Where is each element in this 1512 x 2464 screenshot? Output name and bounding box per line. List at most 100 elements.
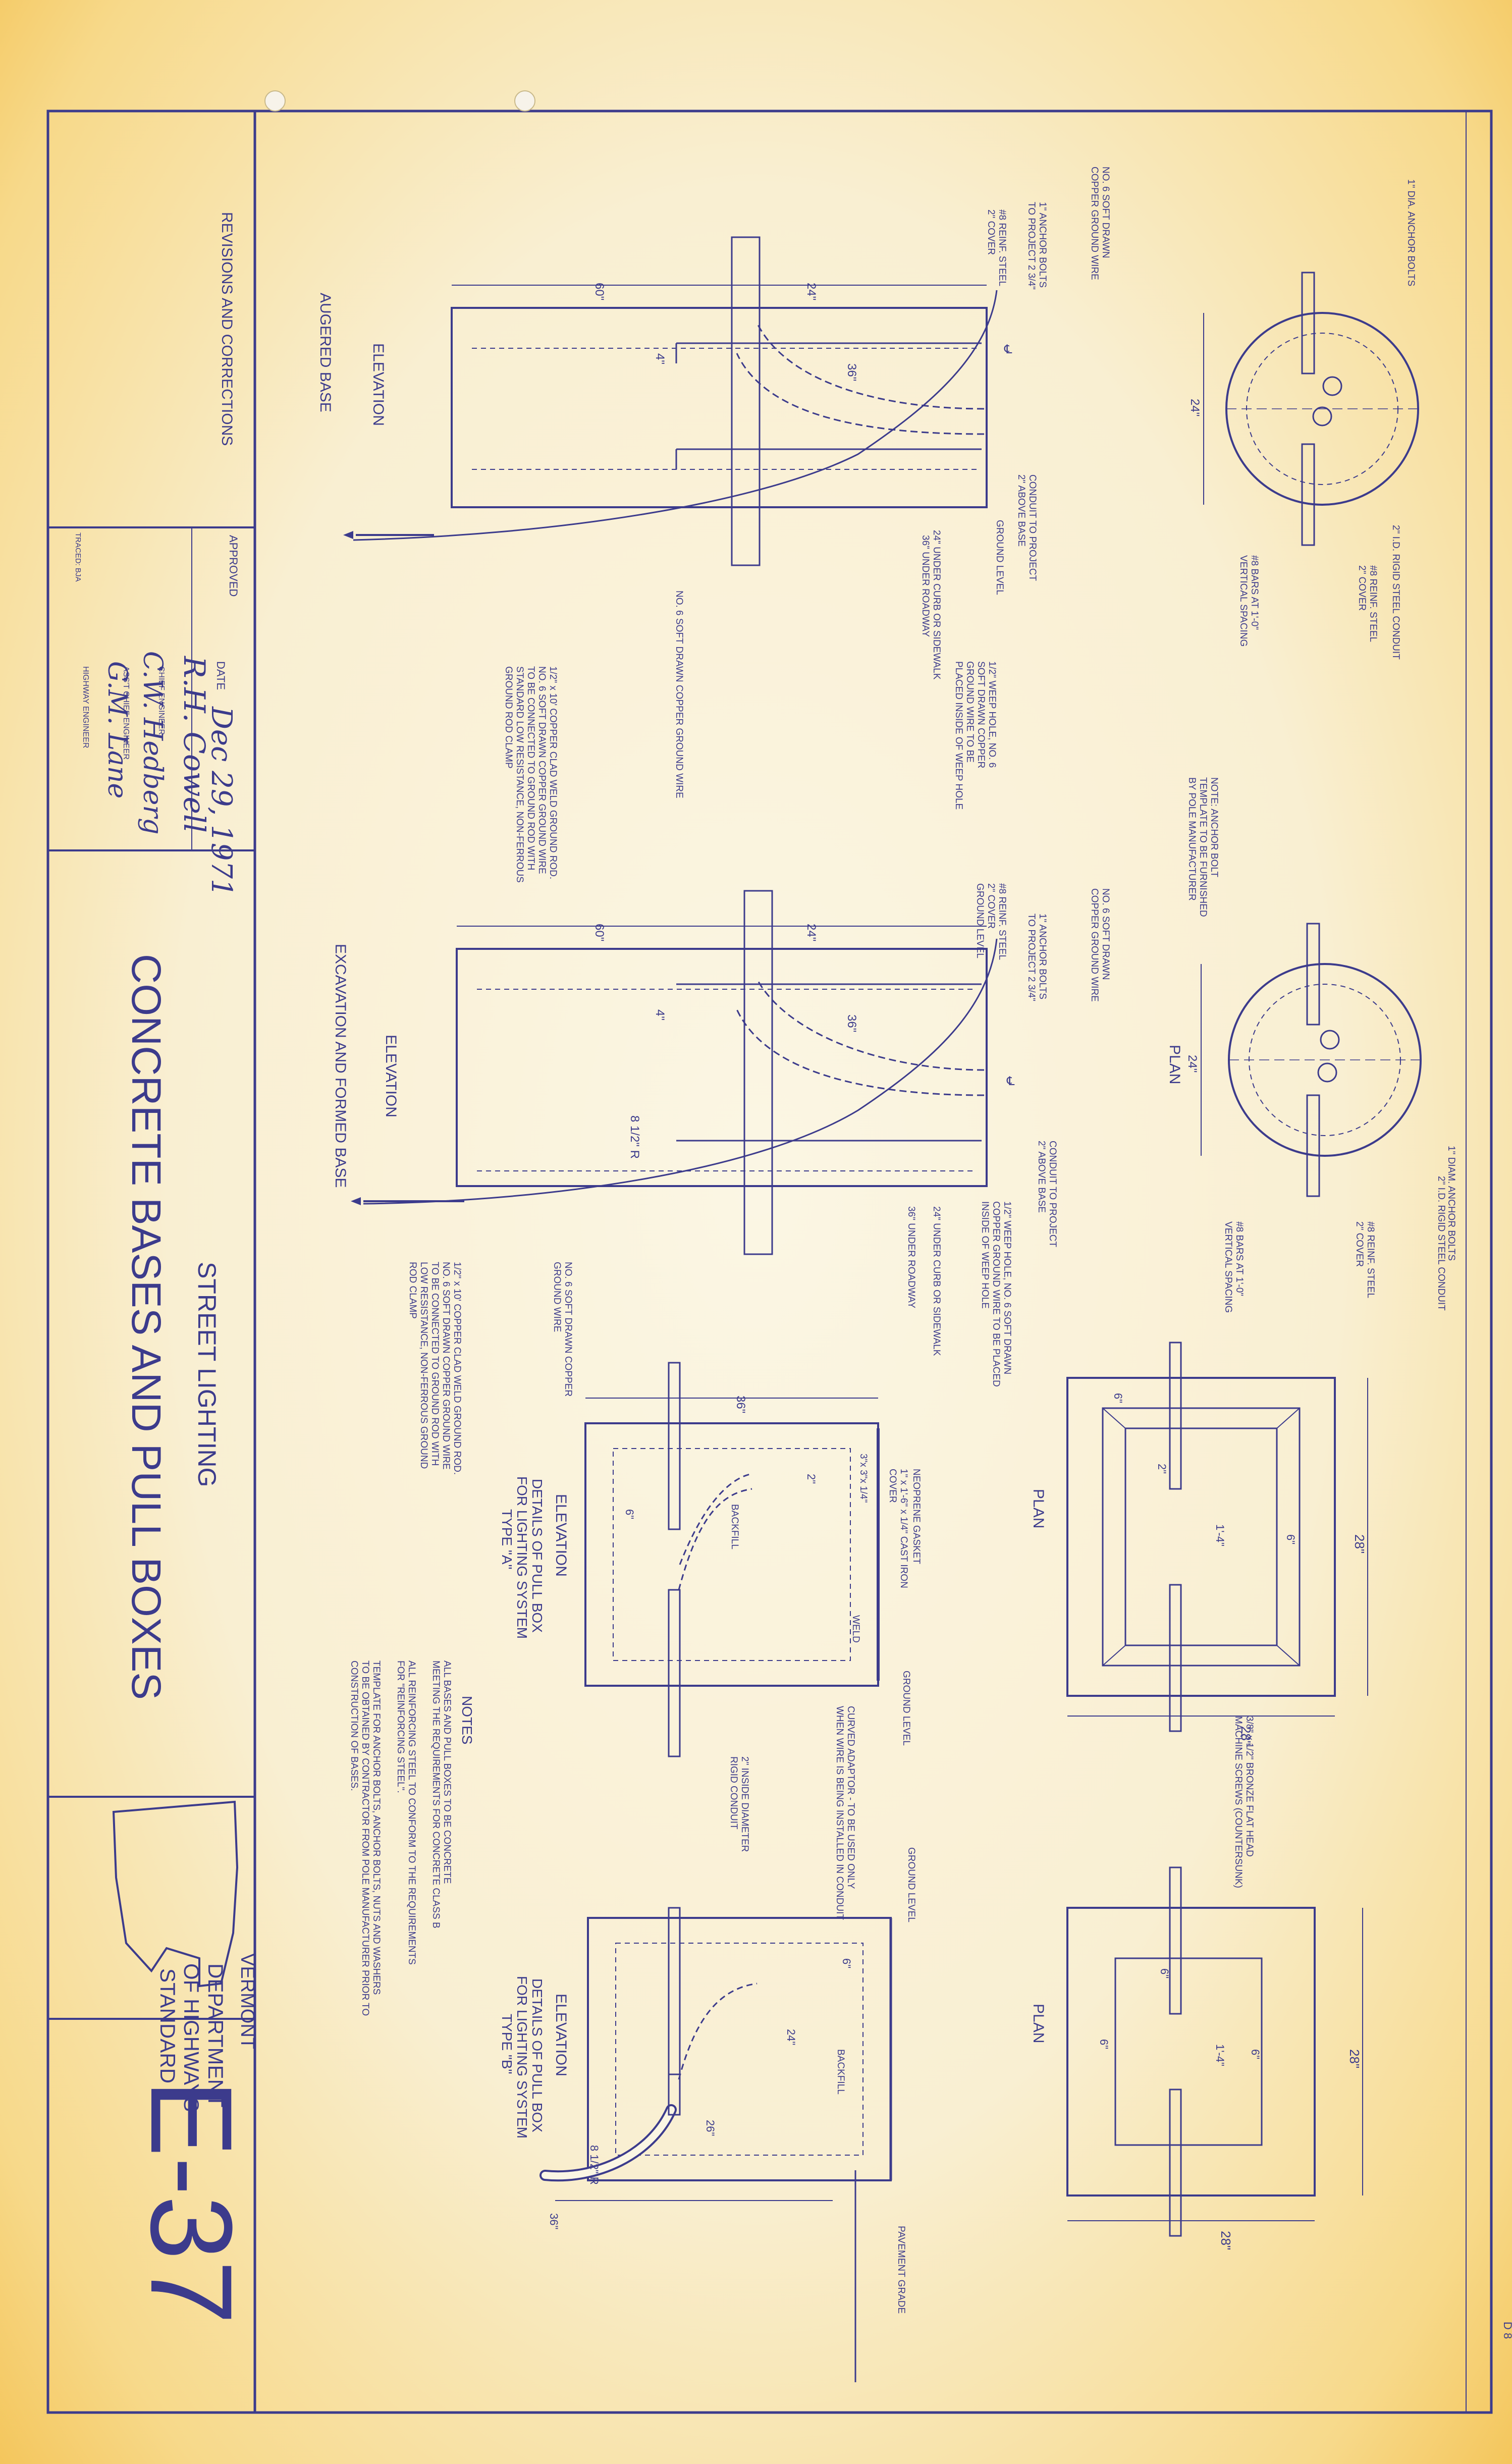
punch-hole [514,90,535,112]
svg-text:24" UNDER CURB OR SIDEWALK: 24" UNDER CURB OR SIDEWALK [931,530,942,680]
svg-text:2": 2" [805,1474,818,1484]
plan-mid-view: 24" [1185,923,1422,1197]
date-label: DATE [214,661,227,690]
svg-text:24" UNDER CURB OR SIDEWALK: 24" UNDER CURB OR SIDEWALK [931,1206,942,1356]
plan-mid-label: PLAN [1166,1045,1183,1084]
pullbox-b-elevation-label: ELEVATION [553,1994,569,2076]
svg-text:COVER: COVER [887,1469,898,1503]
svg-text:SOFT DRAWN COPPER: SOFT DRAWN COPPER [976,661,986,768]
svg-text:2": 2" [1156,1464,1168,1474]
svg-text:2" ABOVE BASE: 2" ABOVE BASE [1036,1141,1047,1213]
svg-text:2" COVER: 2" COVER [1357,565,1367,611]
pullbox-a-elevation: 36" 6" 2" [584,1362,880,1757]
svg-text:26": 26" [704,2120,717,2136]
svg-text:2" I.D. RIGID STEEL CONDUIT: 2" I.D. RIGID STEEL CONDUIT [1390,525,1401,660]
sheet-title: CONCRETE BASES AND PULL BOXES [123,954,169,1700]
vermont-logo-icon [112,1800,239,1988]
signature-3: G.M. Lane [102,661,132,798]
svg-text:TO BE CONNECTED TO GROUND ROD: TO BE CONNECTED TO GROUND ROD WITH [429,1262,440,1466]
pullbox-a-plan-label: PLAN [1030,1489,1047,1528]
dim-36: 36" [845,363,858,381]
svg-text:LOW RESISTANCE, NON-FERROUS GR: LOW RESISTANCE, NON-FERROUS GROUND [418,1262,429,1469]
svg-text:NO. 6 SOFT DRAWN COPPER: NO. 6 SOFT DRAWN COPPER [563,1262,573,1397]
pullbox-b-plan-label: PLAN [1030,2004,1047,2043]
svg-text:36" UNDER ROADWAY: 36" UNDER ROADWAY [920,535,931,637]
svg-text:MEETING THE REQUIREMENTS FOR C: MEETING THE REQUIREMENTS FOR CONCRETE CL… [430,1660,441,1929]
svg-text:2" COVER: 2" COVER [986,209,996,255]
svg-text:NOTE: ANCHOR BOLT: NOTE: ANCHOR BOLT [1209,777,1219,878]
svg-text:#8 REINF. STEEL: #8 REINF. STEEL [1368,565,1378,642]
vermont-label: VERMONT [237,1953,258,2049]
svg-text:1/2" WEEP HOLE, NO. 6: 1/2" WEEP HOLE, NO. 6 [987,661,997,768]
svg-text:#8 REINF. STEEL: #8 REINF. STEEL [997,209,1007,286]
svg-text:28": 28" [1347,2049,1362,2068]
svg-text:TO BE OBTAINED BY CONTRACTOR F: TO BE OBTAINED BY CONTRACTOR FROM POLE M… [360,1660,370,2016]
plan-top-callouts: 1" DIA. ANCHOR BOLTS 2" I.D. RIGID STEEL… [1186,179,1416,917]
svg-text:GROUND WIRE: GROUND WIRE [552,1262,562,1332]
svg-text:1/2" x 10' COPPER CLAD WELD GR: 1/2" x 10' COPPER CLAD WELD GROUND ROD. [548,666,558,879]
svg-text:2" I.D. RIGID STEEL CONDUIT: 2" I.D. RIGID STEEL CONDUIT [1436,1176,1446,1311]
punch-hole [264,90,286,112]
svg-text:36" UNDER ROADWAY: 36" UNDER ROADWAY [906,1206,916,1308]
svg-text:2" COVER: 2" COVER [986,883,996,929]
svg-text:28": 28" [1238,1726,1254,1745]
svg-text:CONDUIT TO PROJECT: CONDUIT TO PROJECT [1027,474,1038,581]
augered-base-elevation: ℄ 60" 24" 36" 4" [343,236,1012,566]
svg-text:6": 6" [1284,1534,1297,1544]
svg-text:BY POLE MANUFACTURER: BY POLE MANUFACTURER [1186,777,1197,901]
svg-text:BACKFILL: BACKFILL [729,1504,740,1549]
role-2: ASS'T CHIEF ENGINEER [122,666,130,760]
plan-mid-callouts: 1" DIAM. ANCHOR BOLTS 2" I.D. RIGID STEE… [1223,1146,1456,1313]
svg-text:PAVEMENT GRADE: PAVEMENT GRADE [896,2226,906,2314]
svg-text:PLACED INSIDE OF WEEP HOLE: PLACED INSIDE OF WEEP HOLE [953,661,964,810]
svg-text:GROUND ROD CLAMP: GROUND ROD CLAMP [503,666,514,769]
svg-text:TEMPLATE FOR ANCHOR BOLTS, ANC: TEMPLATE FOR ANCHOR BOLTS, ANCHOR BOLTS,… [371,1660,382,1995]
svg-text:COPPER GROUND WIRE TO BE PLACE: COPPER GROUND WIRE TO BE PLACED [991,1201,1001,1387]
svg-text:DETAILS OF PULL BOX: DETAILS OF PULL BOX [529,1978,545,2132]
svg-text:℄: ℄ [1006,1075,1015,1088]
svg-text:1" ANCHOR BOLTS: 1" ANCHOR BOLTS [1037,202,1048,288]
svg-text:NEOPRENE GASKET: NEOPRENE GASKET [911,1469,922,1564]
svg-text:CURVED ADAPTOR - TO BE USED ON: CURVED ADAPTOR - TO BE USED ONLY [845,1706,856,1889]
svg-text:6": 6" [1158,1968,1171,1978]
svg-text:1'-4": 1'-4" [1214,2044,1226,2066]
svg-text:DETAILS OF PULL BOX: DETAILS OF PULL BOX [529,1479,545,1633]
svg-text:COPPER GROUND WIRE: COPPER GROUND WIRE [1089,167,1100,280]
revisions-label: REVISIONS AND CORRECTIONS [219,212,235,446]
augered-label-1: ELEVATION [370,343,387,426]
svg-text:1" x 1'-6" x 1/4" CAST IRON: 1" x 1'-6" x 1/4" CAST IRON [898,1469,909,1588]
svg-text:GROUND WIRE TO BE: GROUND WIRE TO BE [964,661,975,763]
notes-lines: ALL BASES AND PULL BOXES TO BE CONCRETE … [349,1660,452,2016]
plan-top-view: 24" [1188,272,1419,546]
svg-text:#8 BARS AT 1'-0": #8 BARS AT 1'-0" [1249,555,1260,630]
svg-text:BACKFILL: BACKFILL [835,2049,846,2095]
dept-line-1: DEPARTMENT [204,1963,228,2107]
svg-text:1/2" WEEP HOLE, NO. 6 SOFT DRA: 1/2" WEEP HOLE, NO. 6 SOFT DRAWN [1002,1201,1012,1374]
svg-text:TEMPLATE TO BE FURNISHED: TEMPLATE TO BE FURNISHED [1198,777,1208,917]
svg-text:TO PROJECT 2 3/4": TO PROJECT 2 3/4" [1026,202,1037,290]
svg-text:ALL REINFORCING STEEL TO CONFO: ALL REINFORCING STEEL TO CONFORM TO THE … [406,1660,417,1965]
sheet-subtitle: STREET LIGHTING [193,1262,221,1487]
svg-text:1/2" x 10' COPPER CLAD WELD GR: 1/2" x 10' COPPER CLAD WELD GROUND ROD. [452,1262,462,1475]
svg-text:24": 24" [785,2029,797,2045]
augered-callouts: NO. 6 SOFT DRAWN COPPER GROUND WIRE 1" A… [503,167,1111,883]
svg-text:1" DIAM. ANCHOR BOLTS: 1" DIAM. ANCHOR BOLTS [1446,1146,1456,1261]
dim-4: 4" [653,1009,667,1021]
svg-text:3/8" x 1/2" BRONZE FLAT HEAD: 3/8" x 1/2" BRONZE FLAT HEAD [1244,1716,1255,1857]
svg-text:6": 6" [840,1958,853,1968]
svg-text:ALL BASES AND PULL BOXES TO BE: ALL BASES AND PULL BOXES TO BE CONCRETE [442,1660,452,1884]
svg-text:TYPE "A": TYPE "A" [499,1509,515,1569]
dim-36: 36" [845,1014,858,1032]
dept-line-3: STANDARD [156,1968,180,2083]
role-3: HIGHWAY ENGINEER [81,666,90,748]
formed-callouts: NO. 6 SOFT DRAWN COPPER GROUND WIRE 1" A… [407,883,1111,1475]
dim-60: 60" [592,924,606,941]
role-1: CHIEF ENGINEER [157,666,166,735]
dim-24: 24" [804,924,818,941]
svg-text:COPPER GROUND WIRE: COPPER GROUND WIRE [1089,888,1100,1002]
signature-1: R.H. Cowell [177,656,211,833]
svg-text:NO. 6 SOFT DRAWN COPPER GROUND: NO. 6 SOFT DRAWN COPPER GROUND WIRE [674,591,684,798]
svg-text:1" ANCHOR BOLTS: 1" ANCHOR BOLTS [1037,914,1048,999]
signature-2: C.W. Hedberg [137,651,168,835]
